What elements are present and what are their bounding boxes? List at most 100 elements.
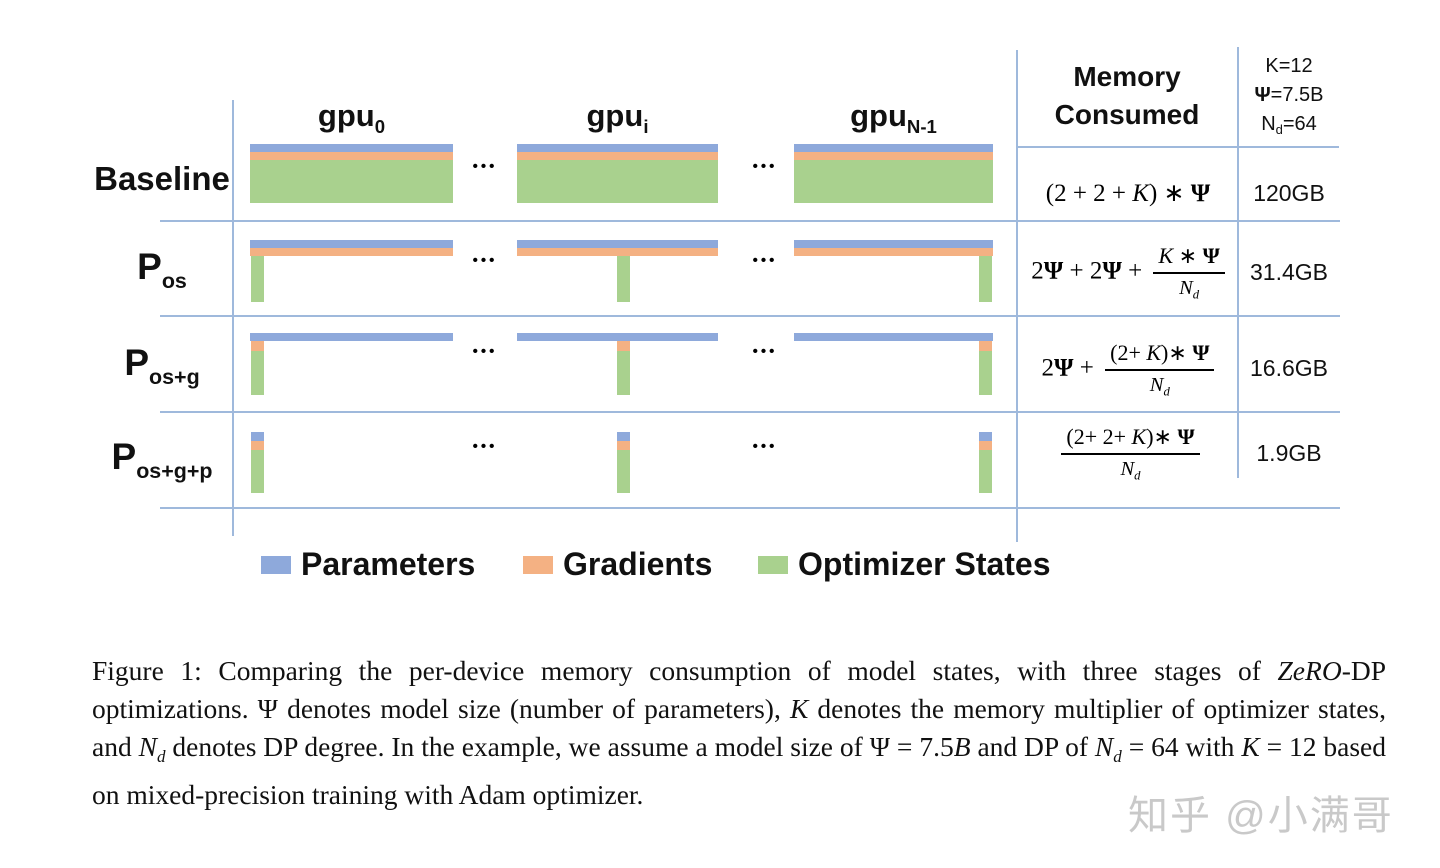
formula-fraction: K ∗ Ψ Nd bbox=[1153, 243, 1225, 302]
parameters-strip bbox=[250, 240, 453, 248]
row-label-posgp-base: P bbox=[111, 436, 137, 477]
row-label-posgp-sub: os+g+p bbox=[136, 459, 213, 483]
memory-header-line1: Memory bbox=[1073, 61, 1181, 92]
gradients-partition-stub bbox=[979, 341, 992, 351]
baseline-bar-gpui bbox=[517, 144, 718, 206]
gpu0-column-header: gpu0 bbox=[250, 98, 453, 138]
memory-formula-baseline: (2 + 2 + K) ∗ Ψ bbox=[1022, 178, 1234, 208]
gpu0-label-sub: 0 bbox=[374, 116, 386, 138]
parameters-strip bbox=[250, 144, 453, 152]
optimizer-states-swatch bbox=[758, 555, 788, 574]
gradients-partition-stub bbox=[251, 341, 264, 351]
parameters-strip bbox=[250, 333, 453, 341]
row-label-posgp: Pos+g+p bbox=[52, 436, 272, 484]
memory-value-posg: 16.6GB bbox=[1250, 355, 1328, 381]
left-axis-line bbox=[232, 100, 234, 536]
row-separator-2 bbox=[160, 315, 1340, 317]
parameters-partition-stub bbox=[251, 432, 264, 441]
optimizer-states-strip bbox=[794, 160, 993, 203]
ellipsis-dots: ••• bbox=[752, 343, 778, 360]
parameters-swatch bbox=[261, 555, 291, 574]
legend-item-optimizer-states: Optimizer States bbox=[758, 546, 1051, 583]
gpui-column-header: gpui bbox=[517, 98, 718, 138]
row-label-posg-sub: os+g bbox=[149, 365, 200, 389]
gpu0-label-base: gpu bbox=[317, 98, 375, 133]
gpui-label-base: gpu bbox=[586, 98, 644, 133]
parameters-strip bbox=[794, 333, 993, 341]
gradients-partition-stub bbox=[617, 441, 630, 450]
ellipsis-dots: ••• bbox=[472, 252, 498, 269]
baseline-bar-gpu0 bbox=[250, 144, 453, 206]
fraction-numerator: (2+ K)∗ Ψ bbox=[1105, 340, 1215, 371]
posg-bar-gpu0 bbox=[250, 333, 453, 395]
optimizer-states-partition-stub bbox=[251, 351, 264, 395]
constant-psi: Ψ=7.5B bbox=[1254, 84, 1324, 106]
memory-header-line2: Consumed bbox=[1054, 99, 1200, 130]
ellipsis-dots: ••• bbox=[472, 158, 498, 175]
row-separator-4 bbox=[160, 507, 1340, 509]
legend-label-parameters: Parameters bbox=[301, 546, 476, 582]
baseline-bar-gpun1 bbox=[794, 144, 993, 206]
optimizer-states-partition-stub bbox=[251, 256, 264, 302]
legend-item-gradients: Gradients bbox=[523, 546, 712, 583]
ellipsis-dots: ••• bbox=[752, 252, 778, 269]
parameters-partition-stub bbox=[617, 432, 630, 441]
parameters-strip bbox=[517, 240, 718, 248]
gradients-strip bbox=[517, 248, 718, 256]
fraction-denominator: Nd bbox=[1179, 277, 1200, 302]
row-separator-1 bbox=[160, 220, 1340, 222]
gradients-strip bbox=[794, 248, 993, 256]
ellipsis-dots: ••• bbox=[752, 158, 778, 175]
fraction-denominator: Nd bbox=[1149, 374, 1170, 399]
ellipsis-dots: ••• bbox=[472, 438, 498, 455]
optimizer-states-partition-stub bbox=[979, 351, 992, 395]
gpun1-column-header: gpuN-1 bbox=[794, 98, 993, 138]
ellipsis-dots: ••• bbox=[472, 343, 498, 360]
gradients-strip bbox=[794, 152, 993, 160]
watermark: 知乎 @小满哥 bbox=[1128, 794, 1394, 838]
posg-bar-gpui bbox=[517, 333, 718, 395]
parameters-strip bbox=[517, 144, 718, 152]
legend-item-parameters: Parameters bbox=[261, 546, 475, 583]
parameters-strip bbox=[517, 333, 718, 341]
memory-formula-posg: 2Ψ + (2+ K)∗ Ψ Nd bbox=[1022, 340, 1234, 399]
gradients-partition-stub bbox=[251, 441, 264, 450]
gpun1-label-base: gpu bbox=[850, 98, 907, 133]
optimizer-states-partition-stub bbox=[617, 256, 630, 302]
optimizer-states-strip bbox=[250, 160, 453, 203]
legend-label-optimizer-states: Optimizer States bbox=[798, 546, 1051, 582]
optimizer-states-partition-stub bbox=[617, 351, 630, 395]
fraction-denominator: Nd bbox=[1120, 458, 1141, 483]
gradients-partition-stub bbox=[979, 441, 992, 450]
gradients-partition-stub bbox=[617, 341, 630, 351]
posgp-bar-gpun1 bbox=[794, 432, 993, 494]
posgp-bar-gpu0 bbox=[250, 432, 453, 494]
formula-inline: 2Ψ + bbox=[1041, 354, 1101, 382]
optimizer-states-partition-stub bbox=[251, 450, 264, 493]
posg-bar-gpun1 bbox=[794, 333, 993, 395]
parameters-strip bbox=[794, 240, 993, 248]
header-underline bbox=[1017, 146, 1339, 148]
optimizer-states-partition-stub bbox=[617, 450, 630, 493]
fraction-numerator: K ∗ Ψ bbox=[1153, 243, 1225, 274]
memory-consumed-header: Memory Consumed bbox=[1020, 58, 1234, 134]
parameters-strip bbox=[794, 144, 993, 152]
formula-fraction: (2+ 2+ K)∗ Ψ Nd bbox=[1061, 424, 1200, 483]
gpui-label-sub: i bbox=[643, 116, 649, 138]
row-label-pos-base: P bbox=[137, 246, 162, 287]
constants-header: K=12 Ψ=7.5B Nd=64 bbox=[1239, 52, 1339, 144]
row-label-pos: Pos bbox=[52, 246, 272, 294]
memory-value-baseline: 120GB bbox=[1253, 180, 1325, 206]
value-column-divider-line bbox=[1237, 47, 1239, 478]
gradients-strip bbox=[250, 152, 453, 160]
row-label-baseline-base: Baseline bbox=[94, 160, 230, 197]
row-label-posg: Pos+g bbox=[52, 342, 272, 390]
fraction-numerator: (2+ 2+ K)∗ Ψ bbox=[1061, 424, 1200, 455]
formula-inline: (2 + 2 + K) ∗ Ψ bbox=[1045, 180, 1211, 207]
memory-value-posgp: 1.9GB bbox=[1256, 440, 1322, 466]
pos-bar-gpu0 bbox=[250, 240, 453, 302]
ellipsis-dots: ••• bbox=[752, 438, 778, 455]
formula-fraction: (2+ K)∗ Ψ Nd bbox=[1105, 340, 1215, 399]
optimizer-states-partition-stub bbox=[979, 450, 992, 493]
